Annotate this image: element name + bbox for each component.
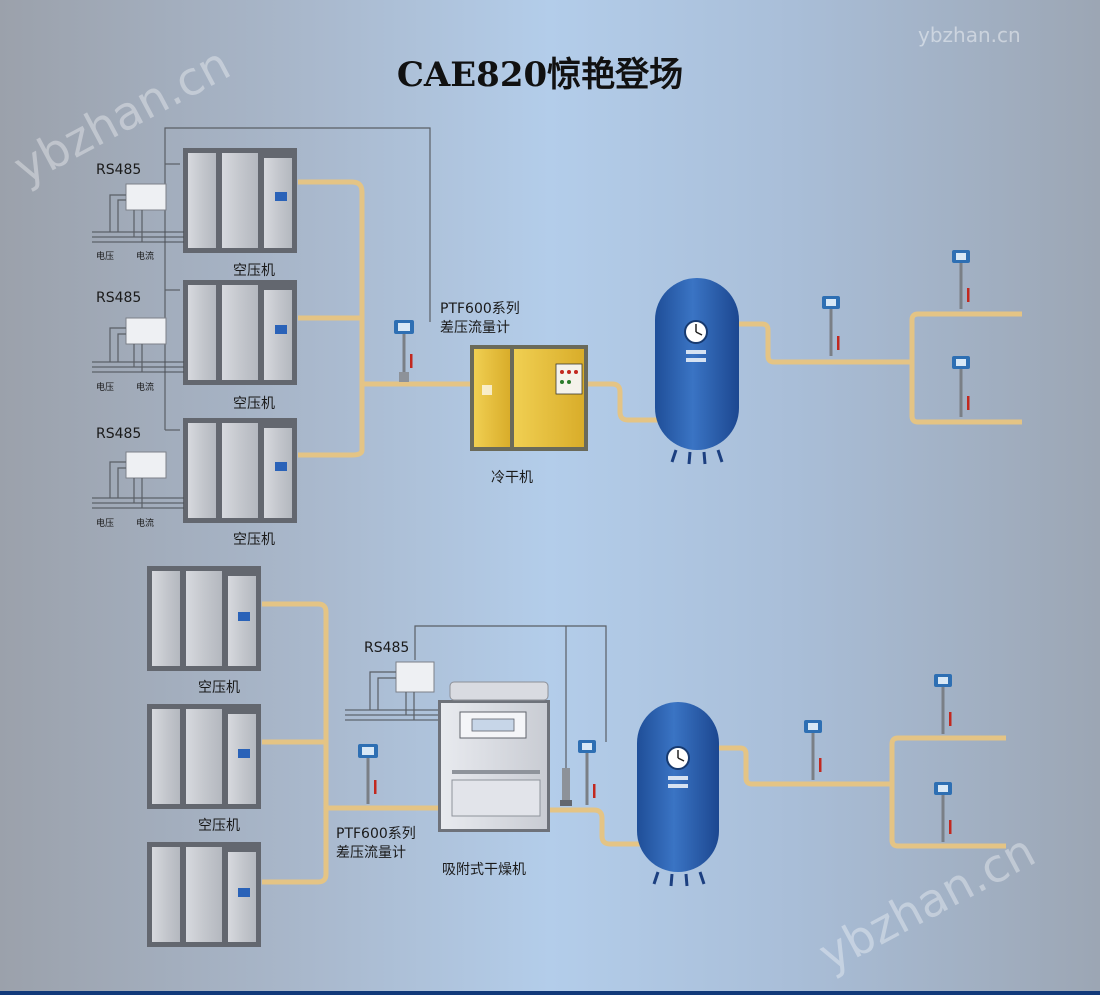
compressor-label: 空压机 — [233, 396, 275, 412]
adsorption-dryer-label: 吸附式干燥机 — [442, 862, 526, 878]
bottom-accent-bar — [0, 991, 1100, 995]
rs485-module-1: RS485 电压 电流 — [92, 162, 184, 262]
flowmeter-branch-1 — [952, 250, 970, 309]
flowmeter-dryer-outlet — [578, 740, 596, 805]
voltage-label: 电压 — [96, 517, 114, 529]
air-tank-top — [655, 278, 739, 465]
pipe-branches — [909, 311, 1022, 425]
compressor-bottom-2 — [147, 704, 261, 809]
compressor-label: 空压机 — [233, 532, 275, 548]
rs485-module-3: RS485 电压 电流 — [92, 426, 184, 529]
pipe-tank-outlet-bottom — [718, 745, 892, 787]
compressor-top-2 — [183, 280, 297, 385]
rs485-label: RS485 — [96, 426, 141, 442]
flowmeter-outlet-bottom — [804, 720, 822, 780]
control-panel-icon — [275, 462, 287, 471]
signal-line — [414, 625, 607, 742]
control-panel-icon — [238, 612, 250, 621]
flowmeter-top — [394, 320, 414, 382]
refrigerated-dryer — [470, 345, 588, 451]
flowmeter-series-label: PTF600系列 — [336, 826, 416, 842]
voltage-label: 电压 — [96, 381, 114, 393]
flowmeter-bottom — [358, 744, 378, 804]
flowmeter-type-label: 差压流量计 — [336, 845, 406, 861]
rs485-label: RS485 — [96, 290, 141, 306]
rs485-module-2: RS485 电压 电流 — [92, 290, 184, 393]
watermark-top-right: ybzhan.cn — [918, 23, 1021, 47]
current-label: 电流 — [136, 517, 154, 529]
flowmeter-type-label: 差压流量计 — [440, 320, 510, 336]
bottom-section: 空压机 空压机 RS485 PTF600系列 差压流量计 — [147, 566, 1006, 947]
top-section: 空压机 空压机 空压机 RS485 电压 电流 RS485 电压 电流 RS48… — [92, 127, 1022, 548]
pipe-tank-outlet — [738, 321, 912, 365]
current-label: 电流 — [136, 381, 154, 393]
flowmeter-branch-bottom-1 — [934, 674, 952, 734]
current-label: 电流 — [136, 250, 154, 262]
pipe-compressor-header — [298, 179, 365, 458]
flowmeter-branch-bottom-2 — [934, 782, 952, 842]
flowmeter-outlet — [822, 296, 840, 356]
compressor-label: 空压机 — [198, 680, 240, 696]
compressor-label: 空压机 — [198, 818, 240, 834]
adsorption-dryer — [438, 681, 550, 832]
control-panel-icon — [238, 888, 250, 897]
compressor-label: 空压机 — [233, 263, 275, 279]
control-panel-icon — [275, 192, 287, 201]
dryer-label: 冷干机 — [491, 470, 533, 486]
pipe-branches-bottom — [889, 735, 1006, 849]
air-tank-bottom — [637, 702, 719, 887]
page-title: CAE820惊艳登场 — [397, 55, 683, 95]
compressor-top-3 — [183, 418, 297, 523]
rs485-module-bottom: RS485 — [345, 640, 440, 721]
control-panel-icon — [238, 749, 250, 758]
flowmeter-branch-2 — [952, 356, 970, 417]
pipe-dryer-to-tank-bottom — [548, 807, 640, 847]
rs485-label: RS485 — [364, 640, 409, 656]
rs485-label: RS485 — [96, 162, 141, 178]
control-panel-icon — [275, 325, 287, 334]
signal-line — [164, 127, 431, 322]
flowmeter-series-label: PTF600系列 — [440, 301, 520, 317]
compressor-bottom-1 — [147, 566, 261, 671]
pipe-dryer-to-tank — [588, 381, 658, 423]
voltage-label: 电压 — [96, 250, 114, 262]
compressor-bottom-3 — [147, 842, 261, 947]
compressor-top-1 — [183, 148, 297, 253]
sensor-probe — [560, 768, 572, 806]
